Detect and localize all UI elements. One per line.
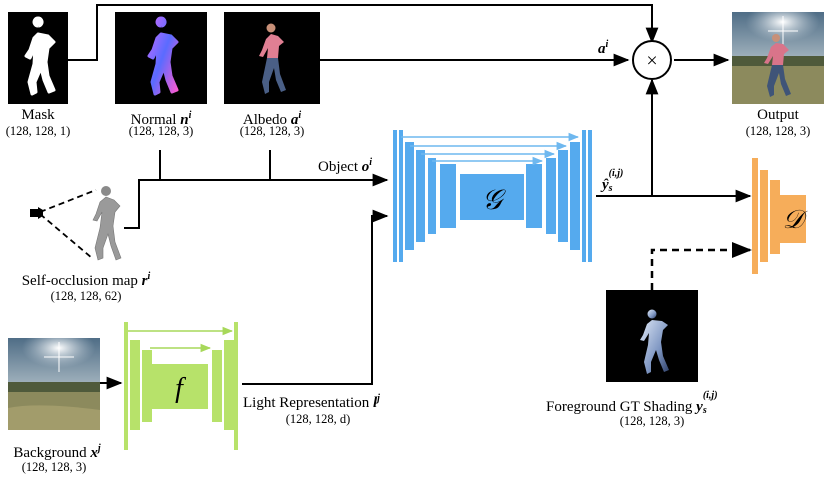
mask-dims: (128, 128, 1) [5,124,71,138]
background-label: Background xj [13,443,101,461]
object-label: Object oi [318,157,373,175]
multiply-node: × [632,40,672,80]
albedo-line-label: ai [598,39,609,57]
output-dims: (128, 128, 3) [745,124,811,138]
self-occlusion-dims: (128, 128, 62) [50,289,122,303]
output-image [732,12,824,104]
mask-to-multiply-line [68,4,659,61]
normal-dims: (128, 128, 3) [128,124,194,138]
light-label: Light Representation lj [243,393,380,411]
discriminator-network: 𝒟 [752,158,808,274]
self-occlusion-figure [84,184,126,266]
encoder-label: f [175,373,186,404]
self-occlusion-label: Self-occlusion map ri [21,271,151,289]
shading-dims: (128, 128, 3) [619,414,685,428]
background-dims: (128, 128, 3) [21,460,87,474]
camera-icon [30,206,44,219]
shading-image [606,290,698,382]
mask-label: Mask [21,107,55,123]
occlusion-cone-upper [39,189,97,213]
albedo-label: Albedo ai [242,110,302,128]
multiply-symbol: × [646,50,657,72]
mask-image [8,12,68,104]
object-to-generator-line [124,173,389,229]
occlusion-cone-lower [39,213,93,259]
encoder-network: f [124,322,238,450]
light-dims: (128, 128, d) [285,412,351,426]
albedo-image [224,12,320,104]
normal-image [115,12,207,104]
normal-label: Normal ni [130,110,192,128]
albedo-dims: (128, 128, 3) [239,124,305,138]
shading-to-discriminator-line [650,242,752,290]
shading-label: Foreground GT Shading y (i,j) s [546,390,718,416]
background-image [8,338,100,430]
prediction-label: ŷ (i,j) s [602,168,624,194]
generator-network: 𝒢 [393,130,592,262]
output-label: Output [757,107,799,123]
light-to-generator-line [242,209,389,385]
